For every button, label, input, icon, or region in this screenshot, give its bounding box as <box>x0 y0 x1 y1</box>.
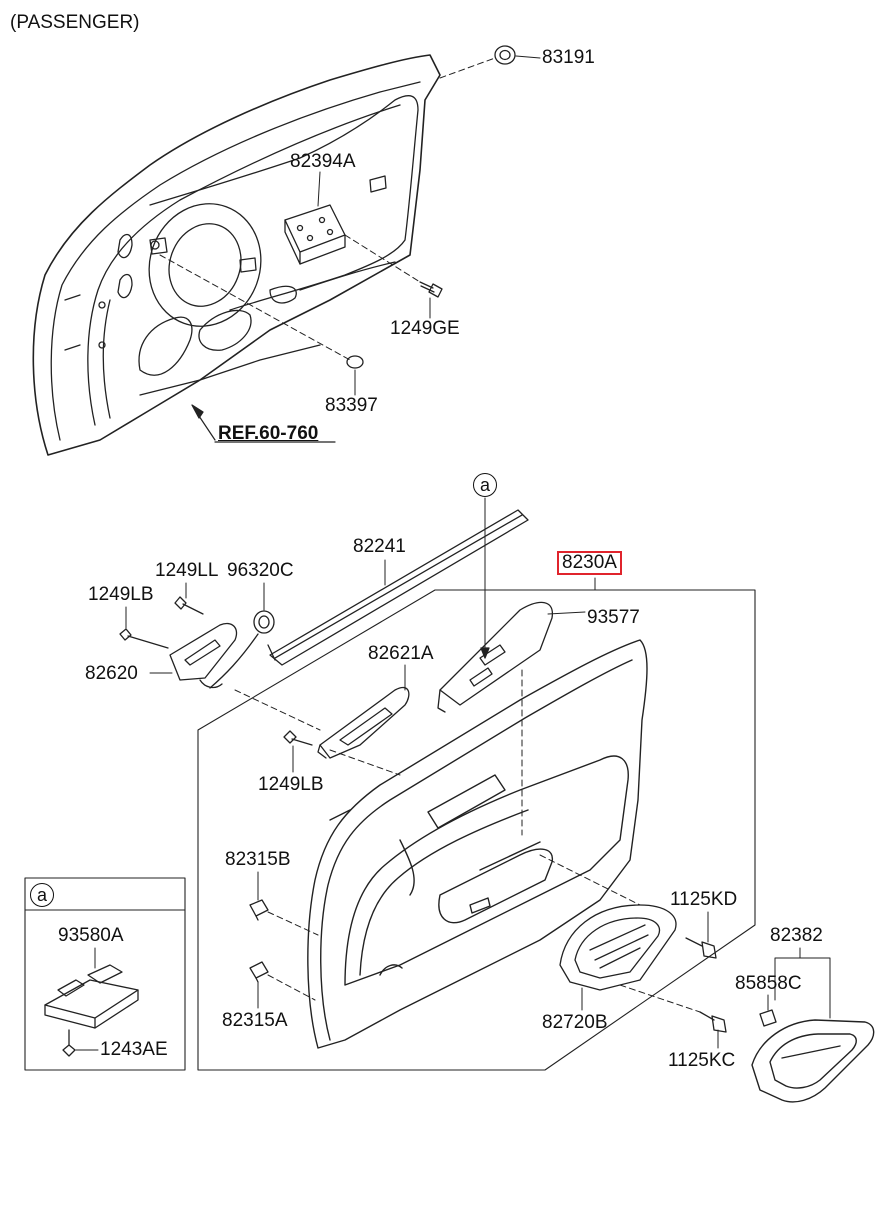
screw-1249LB-top-part <box>119 628 169 649</box>
bolt-1125KC-part <box>699 1011 727 1033</box>
screw-1243AE-part <box>62 1029 76 1057</box>
weatherstrip-82241-part <box>267 509 529 666</box>
part-label-82394A[interactable]: 82394A <box>290 151 356 172</box>
dash-82394A <box>344 234 421 283</box>
part-label-1249LB-top[interactable]: 1249LB <box>88 584 154 605</box>
screw-1249LL-part <box>174 596 204 615</box>
part-label-82621A[interactable]: 82621A <box>368 643 434 664</box>
door-trim-panel <box>307 639 648 1049</box>
dash-82621A <box>329 749 401 776</box>
dash-82720B <box>539 854 641 906</box>
part-label-93577[interactable]: 93577 <box>587 607 640 628</box>
switch-bezel-93577-part <box>437 601 553 713</box>
part-label-8230A[interactable]: 8230A <box>557 551 622 575</box>
part-label-96320C[interactable]: 96320C <box>227 560 294 581</box>
bracket-82382 <box>774 947 831 1019</box>
part-label-82241[interactable]: 82241 <box>353 536 406 557</box>
clip-85858C-part <box>759 1009 777 1027</box>
variant-heading: (PASSENGER) <box>10 12 140 33</box>
part-label-82315B[interactable]: 82315B <box>225 849 291 870</box>
leader-83191 <box>515 55 541 59</box>
assembly-frame <box>197 589 756 1071</box>
part-label-1125KC[interactable]: 1125KC <box>668 1050 736 1071</box>
bolt-1125KD-part <box>685 937 717 959</box>
speaker-96320C-part <box>209 610 275 689</box>
speaker-grille-82720B-part <box>559 904 677 991</box>
dash-82620 <box>234 689 321 731</box>
screw-1249LB-mid-part <box>283 730 313 746</box>
reference-link[interactable]: REF.60-760 <box>218 423 319 444</box>
dash-82315B <box>267 911 319 936</box>
switch-assy-93580A-part <box>44 964 139 1029</box>
part-label-1249LL[interactable]: 1249LL <box>155 560 219 581</box>
dash-83397 <box>159 254 351 361</box>
grommet-83191-part <box>494 45 516 65</box>
door-inner-panel <box>32 54 441 456</box>
part-label-1125KD[interactable]: 1125KD <box>670 889 738 910</box>
part-label-83397[interactable]: 83397 <box>325 395 378 416</box>
armrest-cover-82382-part <box>751 1019 875 1103</box>
module-82394A-part <box>284 204 346 265</box>
part-label-1243AE[interactable]: 1243AE <box>100 1039 168 1060</box>
inset-box <box>24 877 186 1071</box>
part-label-1249GE[interactable]: 1249GE <box>390 318 460 339</box>
leader-93577 <box>547 611 586 615</box>
part-label-82315A[interactable]: 82315A <box>222 1010 288 1031</box>
part-label-82620[interactable]: 82620 <box>85 663 138 684</box>
dash-82315A <box>267 974 316 1001</box>
handle-housing-82621A-part <box>317 686 410 759</box>
clip-82315A-part <box>249 961 269 983</box>
inset-marker: a <box>30 883 54 907</box>
ref-arrowhead <box>191 404 204 419</box>
part-label-82382[interactable]: 82382 <box>770 925 823 946</box>
leader-82394A <box>317 171 321 207</box>
callout-a-marker: a <box>473 473 497 497</box>
inner-handle-82620-part <box>169 622 238 689</box>
part-label-1249LB-mid[interactable]: 1249LB <box>258 774 324 795</box>
plug-83397-part <box>346 355 364 369</box>
part-label-93580A[interactable]: 93580A <box>58 925 124 946</box>
dash-1125KC <box>619 984 701 1013</box>
part-label-85858C[interactable]: 85858C <box>735 973 802 994</box>
clip-82315B-part <box>249 899 269 921</box>
part-label-82720B[interactable]: 82720B <box>542 1012 608 1033</box>
bolt-1249GE-part <box>419 281 443 298</box>
part-label-83191[interactable]: 83191 <box>542 47 595 68</box>
dash-83191 <box>439 57 496 79</box>
